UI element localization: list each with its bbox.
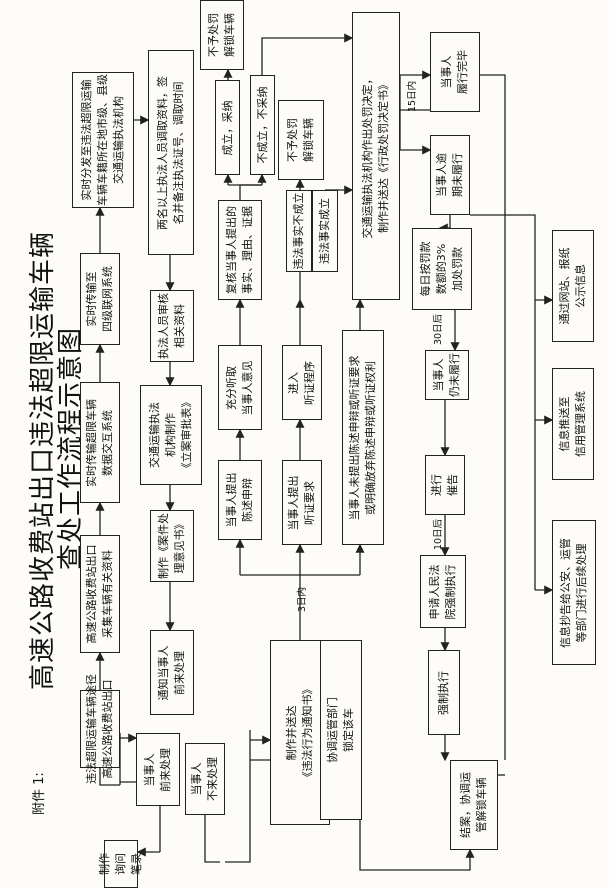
step-reminder: 进行催告 xyxy=(425,455,465,515)
step-party-defends: 当事人提出陈述申辩 xyxy=(218,460,262,540)
step-court-enforcement: 申请人民法院强制执行 xyxy=(420,555,466,628)
step-accepted: 成立，采纳 xyxy=(215,80,240,175)
step-party-completed: 当事人履行完毕 xyxy=(430,32,480,112)
step-daily-surcharge: 每日按罚款数额的3%加处罚款 xyxy=(412,228,472,310)
step-transmit-data-exchange: 实时传输超限车辆数据交互系统 xyxy=(80,382,120,503)
step-dispatch-agency: 实时分发至违法超限运输车辆车籍所在地市级、县级交通运输执法机构 xyxy=(72,72,134,208)
label-within-15-days: 15日内 xyxy=(407,80,418,112)
step-lock-vehicle: 协调运管部门锁定该车 xyxy=(320,640,362,820)
step-no-penalty-unlock-top: 不予处罚解锁车辆 xyxy=(200,0,244,70)
step-hearing-procedure: 进入听证程序 xyxy=(282,345,322,420)
step-party-absent: 当事人不来处理 xyxy=(185,743,225,815)
step-hear-opinions: 充分听取当事人意见 xyxy=(218,345,262,430)
step-notify-party: 通知当事人前来处理 xyxy=(150,630,194,715)
step-fact-not-established: 违法事实不成立 xyxy=(286,190,312,272)
step-filing-approval: 交通运输执法机构制作《立案审批表》 xyxy=(140,385,202,485)
label-within-3-days: 3日内 xyxy=(297,586,308,612)
step-rejected: 不成立，不采纳 xyxy=(250,75,275,175)
step-no-penalty-unlock-mid: 不予处罚解锁车辆 xyxy=(278,100,324,180)
step-fact-established: 违法事实成立 xyxy=(312,190,338,272)
label-after-30-days: 30日后 xyxy=(433,313,444,345)
step-collect-vehicle-data: 高速公路收费站出口采集车辆有关资料 xyxy=(80,535,120,653)
step-notify-police-transport: 信息抄告给公安、运管等部门进行后续处理 xyxy=(552,520,596,665)
step-party-requests-hearing: 当事人提出听证要求 xyxy=(282,460,322,545)
step-enforce: 强制执行 xyxy=(428,650,460,735)
step-party-waives-rights: 当事人未提出陈述申辩或听证要求或明确放弃陈述申辩或听证权利 xyxy=(342,330,384,545)
attachment-label: 附件 1: xyxy=(32,772,47,815)
step-transmit-network: 实时传输至四级联网系统 xyxy=(80,253,120,345)
step-case-opinion: 制作《案件处理意见书》 xyxy=(150,510,194,582)
step-push-credit-system: 信息推送至信用管理系统 xyxy=(552,368,594,480)
step-recheck-facts: 复核当事人提出的事实、理由、证据 xyxy=(218,200,262,300)
step-penalty-decision: 交通运输执法机构作出处罚决定，制作并送达《行政处罚决定书》 xyxy=(352,12,400,300)
step-party-overdue: 当事人逾期未履行 xyxy=(430,135,470,215)
step-publish-web-newspaper: 通过网站、报纸公示信息 xyxy=(552,230,594,342)
label-after-10-days: 10日后 xyxy=(433,518,444,550)
step-detect-vehicle: 违法超限运输车辆途径高速公路收费站出口 xyxy=(80,674,120,784)
step-close-case-unlock: 结案，协调运管解锁车辆 xyxy=(450,760,498,850)
step-collect-evidence: 两名以上执法人员调取资料，签名并备注执法证号、调取时间 xyxy=(148,50,194,255)
step-still-unpaid: 当事人仍未履行 xyxy=(425,350,469,400)
step-review-materials: 执法人员审核相关资料 xyxy=(150,290,194,362)
step-record-inquiry: 制作询问笔录 xyxy=(98,840,143,888)
step-party-comes: 当事人前来处理 xyxy=(136,733,180,806)
